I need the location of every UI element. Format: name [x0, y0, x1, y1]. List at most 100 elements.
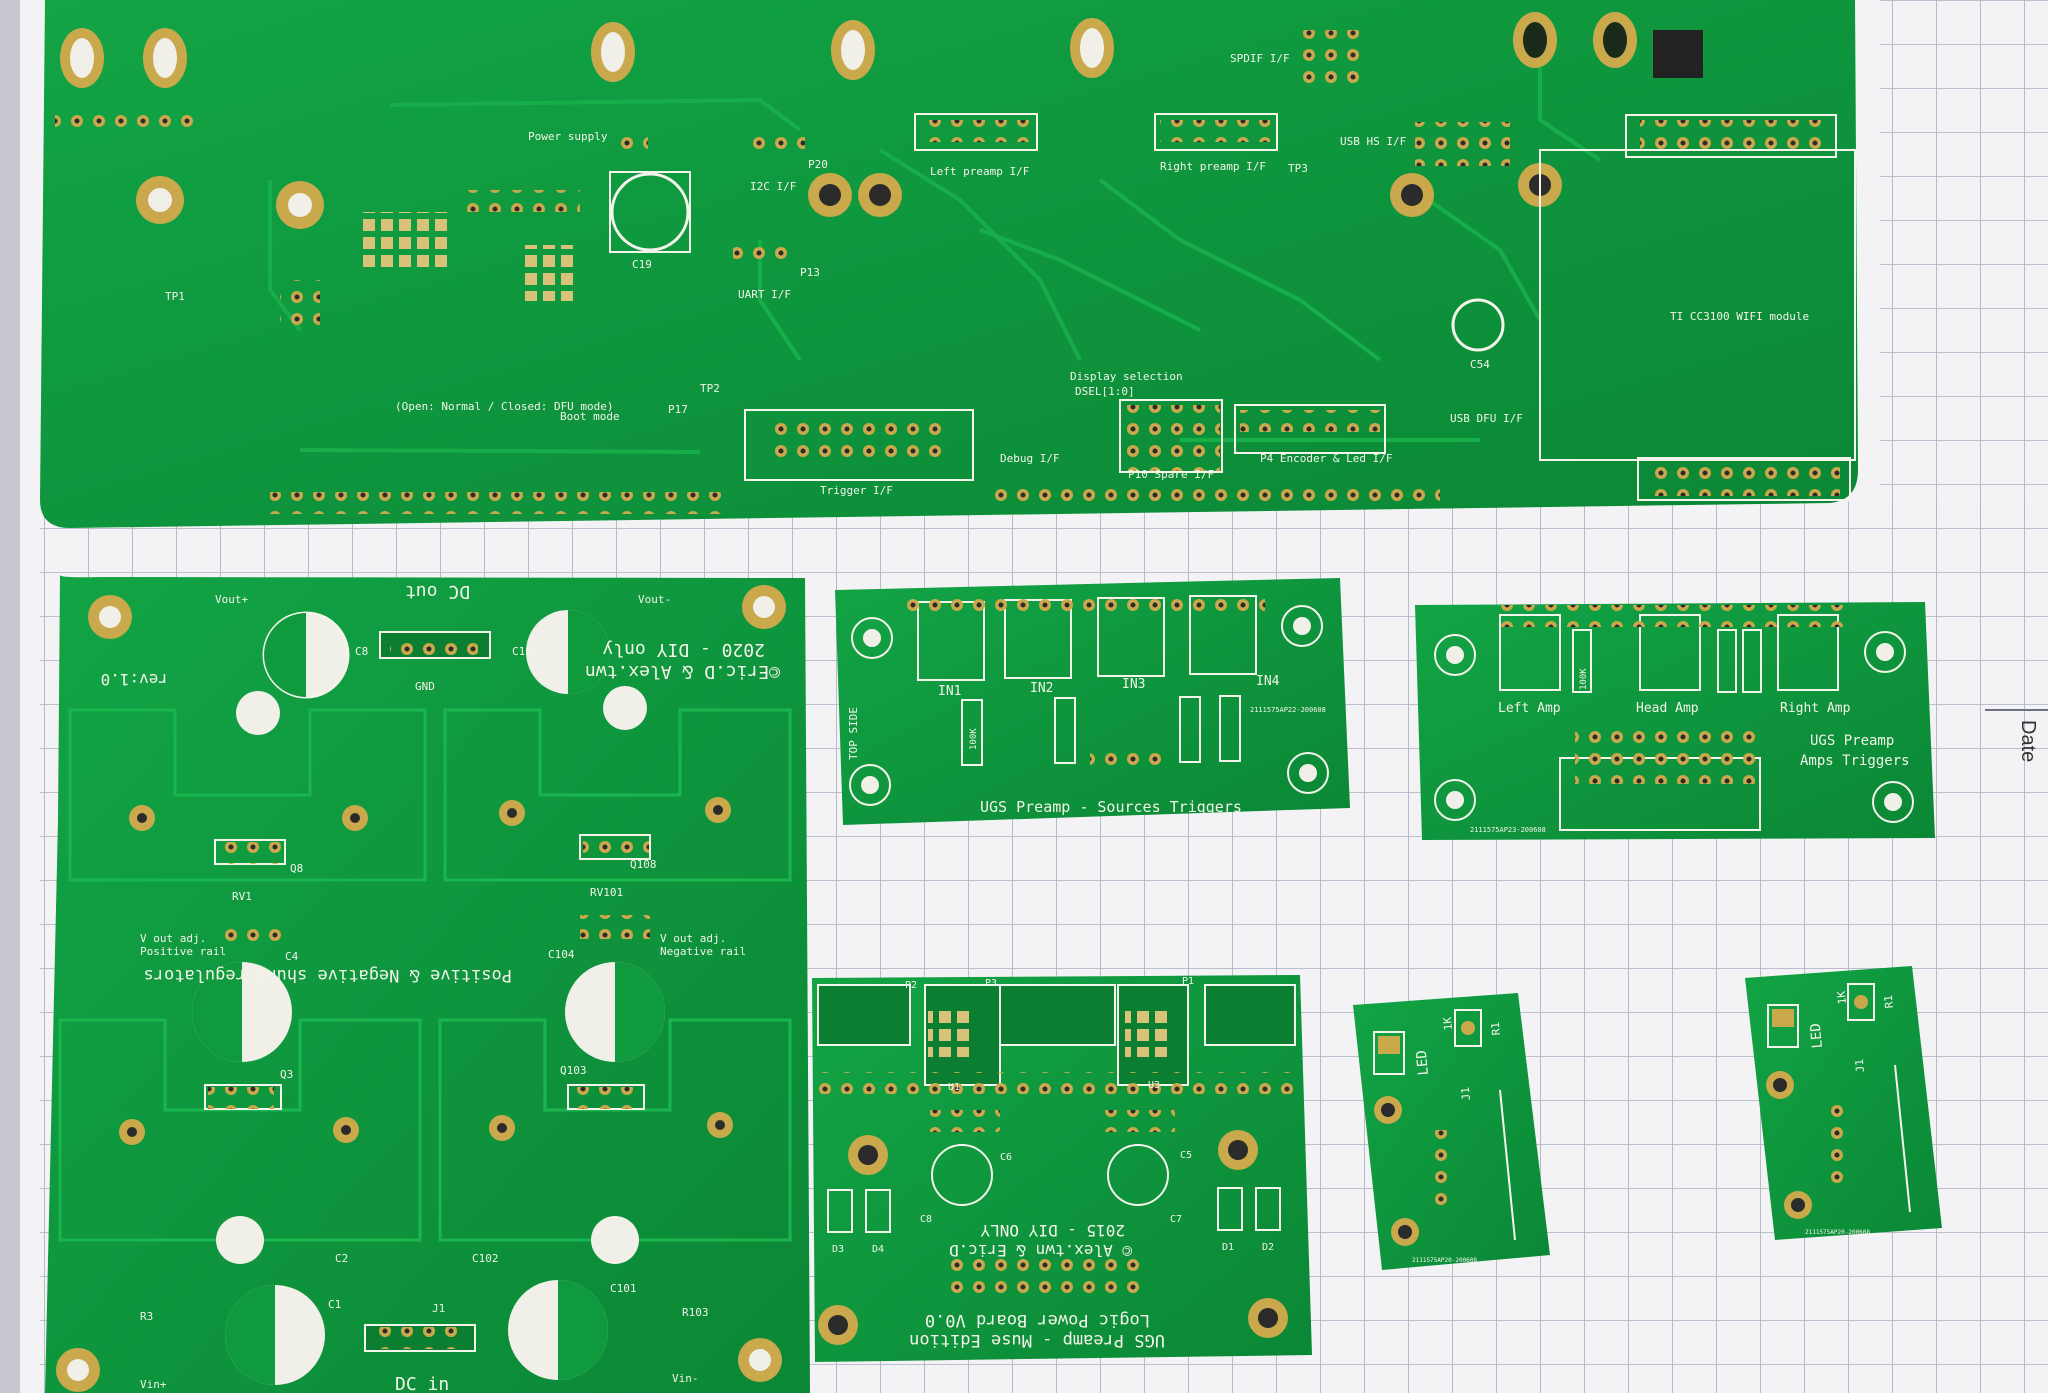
- reg-label-c4: C4: [285, 950, 299, 963]
- sources-in4: IN4: [1256, 674, 1280, 689]
- logic-copyright: © Alex.twn & Eric.D: [949, 1241, 1132, 1260]
- reg-label-vin-minus: Vin-: [672, 1372, 699, 1385]
- sources-triggers-board: IN1 IN2 IN3 IN4 100K UGS Preamp - Source…: [835, 578, 1350, 825]
- regulator-title: Positive & Negative shunt regulators: [144, 965, 512, 985]
- reg-label-r103: R103: [682, 1306, 709, 1319]
- label-tp2: TP2: [700, 382, 720, 395]
- label-c54: C54: [1470, 358, 1490, 371]
- led2-label-led: LED: [1808, 1022, 1826, 1049]
- logic-c5: C5: [1180, 1150, 1192, 1161]
- reg-label-c106: C106: [512, 645, 539, 658]
- regulator-board: Positive & Negative shunt regulators ©Er…: [45, 575, 810, 1393]
- led-board-1: LED 1K R1 J1 2111575AP20-200608: [1353, 993, 1550, 1270]
- sources-title: UGS Preamp - Sources Triggers: [980, 798, 1242, 816]
- label-debug: Debug I/F: [1000, 452, 1060, 465]
- label-c19: C19: [632, 258, 652, 271]
- regulator-rev: rev:1.0: [101, 670, 168, 689]
- logic-c7: C7: [1170, 1214, 1182, 1225]
- label-wifi-module: TI CC3100 WIFI module: [1670, 310, 1809, 323]
- reg-label-vout-adj-2: V out adj.: [660, 932, 726, 945]
- reg-label-j1: J1: [432, 1302, 445, 1315]
- logic-u3: U3: [1148, 1080, 1160, 1091]
- reg-label-c102: C102: [472, 1252, 499, 1265]
- led2-serial: 2111575AP20-200608: [1805, 1229, 1870, 1236]
- logic-u1: U1: [948, 1082, 960, 1093]
- regulator-copyright: ©Eric.D & Alex.twn: [585, 661, 780, 682]
- logic-c8: C8: [920, 1214, 932, 1225]
- label-usb-hs: USB HS I/F: [1340, 135, 1406, 148]
- reg-label-c104: C104: [548, 948, 575, 961]
- label-p17: P17: [668, 403, 688, 416]
- logic-power-board: UGS Preamp - Muse Edition Logic Power Bo…: [812, 975, 1312, 1362]
- reg-label-positive-rail: Positive rail: [140, 945, 226, 958]
- amps-resistor-label: 100K: [1579, 668, 1589, 690]
- reg-label-vout-adj-1: V out adj.: [140, 932, 206, 945]
- regulator-dc-in: DC in: [395, 1374, 449, 1393]
- led2-label-r1: R1: [1882, 995, 1896, 1009]
- reg-label-rv1: RV1: [232, 890, 252, 903]
- led1-label-r1: R1: [1489, 1022, 1503, 1036]
- main-logic-board: Power supply I2C I/F UART I/F Left pream…: [40, 0, 1858, 528]
- amps-triggers-board: Left Amp Head Amp Right Amp 100K UGS Pre…: [1415, 602, 1935, 840]
- label-boot-note: (Open: Normal / Closed: DFU mode): [395, 400, 614, 413]
- label-power-supply: Power supply: [528, 130, 608, 143]
- label-p13: P13: [800, 266, 820, 279]
- reg-label-c8: C8: [355, 645, 368, 658]
- paper-date-label: Date: [2017, 720, 2039, 762]
- led2-label-1k: 1K: [1835, 990, 1849, 1005]
- label-i2c: I2C I/F: [750, 180, 796, 193]
- led1-label-led: LED: [1414, 1049, 1432, 1076]
- amps-head: Head Amp: [1636, 701, 1699, 716]
- logic-title-2: Logic Power Board V0.0: [925, 1310, 1150, 1330]
- label-uart: UART I/F: [738, 288, 791, 301]
- led1-serial: 2111575AP20-200608: [1412, 1257, 1477, 1264]
- label-display-selection: Display selection: [1070, 370, 1183, 383]
- label-encoder: P4 Encoder & Led I/F: [1260, 452, 1392, 465]
- logic-c6: C6: [1000, 1152, 1012, 1163]
- logic-d4: D4: [872, 1244, 884, 1255]
- sources-resistor-label: 100K: [969, 728, 979, 750]
- label-tp3: TP3: [1288, 162, 1308, 175]
- amps-serial: 2111575AP23-200608: [1470, 826, 1546, 834]
- logic-d1: D1: [1222, 1242, 1234, 1253]
- reg-label-q108: Q108: [630, 858, 657, 871]
- logic-p1: P1: [1182, 976, 1194, 987]
- label-usb-dfu: USB DFU I/F: [1450, 412, 1523, 425]
- led2-label-j1: J1: [1853, 1059, 1867, 1073]
- reg-label-negative-rail: Negative rail: [660, 945, 746, 958]
- label-spdif: SPDIF I/F: [1230, 52, 1290, 65]
- logic-d3: D3: [832, 1244, 844, 1255]
- sources-in3: IN3: [1122, 677, 1145, 692]
- amps-title-2: Amps Triggers: [1800, 753, 1910, 769]
- regulator-dc-out: DC out: [405, 581, 470, 602]
- reg-label-q103: Q103: [560, 1064, 587, 1077]
- reg-label-vout-plus: Vout+: [215, 593, 248, 606]
- sources-in2: IN2: [1030, 681, 1053, 696]
- label-trigger: Trigger I/F: [820, 484, 893, 497]
- reg-label-c1: C1: [328, 1298, 341, 1311]
- led-board-2: LED 1K R1 J1 2111575AP20-200608: [1745, 966, 1942, 1240]
- sources-in1: IN1: [938, 684, 961, 699]
- reg-label-r3: R3: [140, 1310, 153, 1323]
- label-tp1: TP1: [165, 290, 185, 303]
- reg-label-vin-plus: Vin+: [140, 1378, 167, 1391]
- label-spare: P10 Spare I/F: [1128, 468, 1214, 481]
- label-left-preamp: Left preamp I/F: [930, 165, 1029, 178]
- reg-label-c2: C2: [335, 1252, 348, 1265]
- logic-d2: D2: [1262, 1242, 1274, 1253]
- reg-label-vout-minus: Vout-: [638, 593, 671, 606]
- logic-title-1: UGS Preamp - Muse Edition: [909, 1330, 1165, 1350]
- mounting-holes: [60, 12, 1637, 229]
- amps-left: Left Amp: [1498, 701, 1561, 716]
- led1-label-1k: 1K: [1441, 1016, 1455, 1031]
- logic-p2: P2: [905, 980, 917, 991]
- label-boot-mode: Boot mode: [560, 410, 620, 423]
- led1-label-j1: J1: [1459, 1087, 1473, 1101]
- reg-label-q8: Q8: [290, 862, 303, 875]
- amps-right: Right Amp: [1780, 701, 1851, 716]
- logic-p3: P3: [985, 978, 997, 989]
- regulator-year: 2020 - DIY only: [602, 639, 765, 660]
- sources-serial: 2111575AP22-200608: [1250, 706, 1326, 714]
- label-p20: P20: [808, 158, 828, 171]
